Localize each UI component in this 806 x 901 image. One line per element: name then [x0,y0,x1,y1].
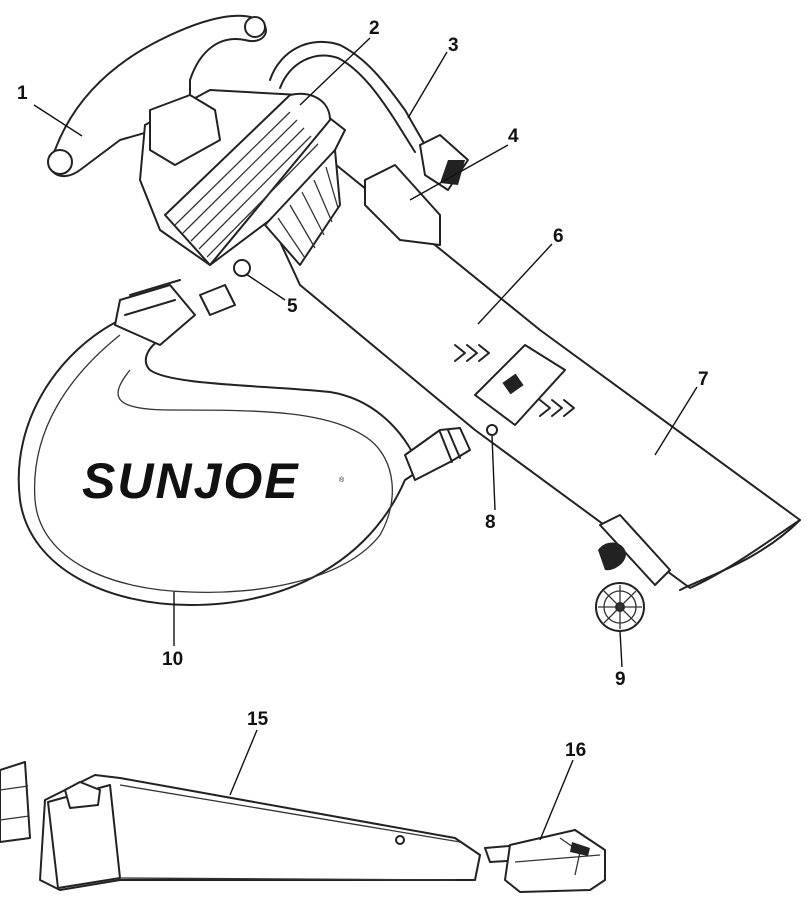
leader-6 [477,243,553,325]
callout-8: 8 [485,512,496,533]
brand-registered-mark: ® [339,476,345,484]
callout-16: 16 [565,740,586,761]
wheel-assembly [595,514,671,632]
partial-attachment [0,761,31,843]
callout-6: 6 [553,226,564,247]
callout-9: 9 [615,669,626,690]
leader-2 [299,37,371,106]
callout-labels: 1 2 3 4 5 6 7 8 9 10 15 16 [17,18,709,761]
leader-7 [654,386,698,456]
callout-5: 5 [287,296,298,317]
leader-9 [619,630,623,668]
motor-housing [47,14,469,346]
leader-lines [33,37,698,841]
callout-10: 10 [162,649,183,670]
callout-2: 2 [369,18,380,39]
collection-bag: SUNJOE ® [17,319,471,606]
main-tube [269,159,801,591]
callout-7: 7 [698,369,709,390]
leader-15 [229,729,258,796]
nozzle [484,829,606,893]
callout-15: 15 [247,709,269,730]
leader-16 [539,759,574,841]
callout-1: 1 [17,83,28,104]
leader-1 [33,104,83,137]
leader-3 [407,51,448,119]
leader-5 [245,273,286,301]
callout-3: 3 [448,35,459,56]
brand-logo: SUNJOE [82,453,300,509]
leader-4 [409,144,509,201]
blower-tube [39,774,481,891]
leader-8 [491,435,496,511]
callout-4: 4 [508,126,519,147]
